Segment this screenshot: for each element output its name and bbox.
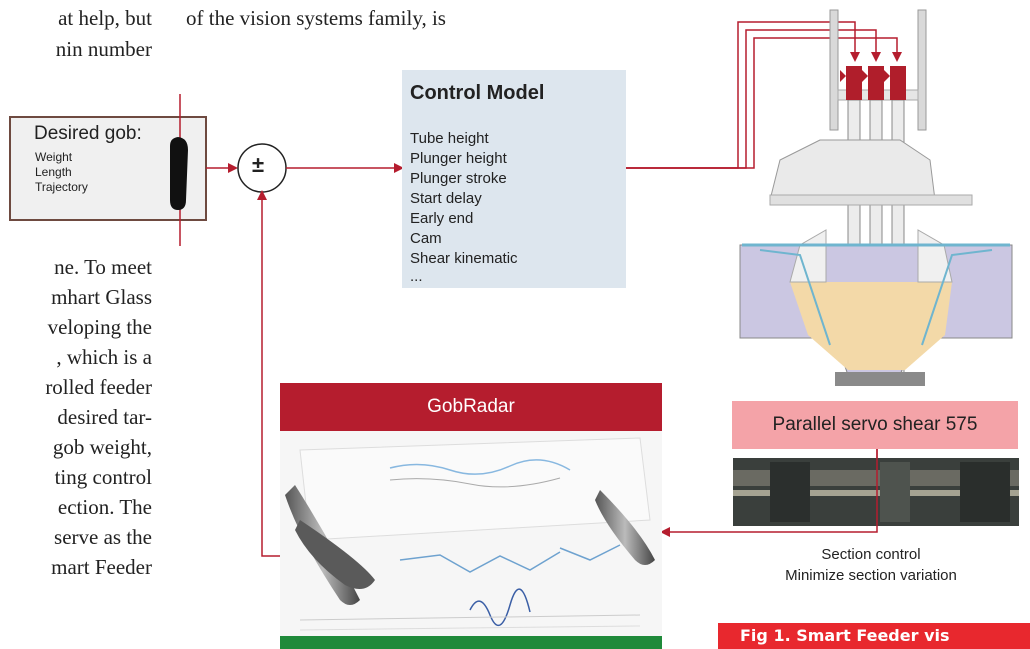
desired-gob-title: Desired gob: (34, 123, 142, 144)
body-text-left-11: mart Feeder (51, 555, 152, 579)
summing-sign: ± (252, 152, 265, 177)
feeder-tube-wall-left (829, 9, 839, 131)
section-control-line1: Section control (821, 546, 921, 563)
section-control-line2: Minimize section variation (785, 567, 957, 584)
body-text-left-2: mhart Glass (51, 285, 152, 309)
body-text-left-4: , which is a (56, 345, 152, 369)
gobradar-title: GobRadar (280, 383, 662, 431)
body-text-left-1: ne. To meet (54, 255, 152, 279)
control-item-early-end: Early end (410, 210, 474, 227)
figure-caption: Fig 1. Smart Feeder vis (718, 623, 1030, 649)
control-item-shear-kinematic: Shear kinematic (410, 250, 518, 267)
molten-glass (790, 282, 952, 370)
body-text-top-2: nin number (55, 37, 152, 61)
body-text-left-7: gob weight, (52, 435, 152, 459)
gob-3d-right (595, 490, 655, 565)
body-text-left-9: ection. The (57, 495, 152, 519)
desired-gob-item-length: Length (35, 165, 72, 179)
body-text-left-8: ting control (54, 465, 152, 489)
body-text-left-5: rolled feeder (45, 375, 152, 399)
desired-gob-item-weight: Weight (35, 150, 73, 164)
desired-gob-item-trajectory: Trajectory (35, 180, 88, 194)
gobradar-screen (285, 437, 655, 631)
gob-silhouette (170, 137, 188, 210)
gob-3d-center (295, 520, 375, 589)
body-text-left-3: veloping the (47, 315, 152, 339)
control-model-title: Control Model (410, 82, 545, 104)
body-text-left-6: desired tar- (57, 405, 152, 429)
feeder-tube-wall-right (917, 9, 927, 131)
control-item-ellipsis: ... (410, 268, 423, 285)
control-item-plunger-stroke: Plunger stroke (410, 170, 507, 187)
body-text-top-1: at help, but (58, 6, 152, 30)
control-item-plunger-height: Plunger height (410, 150, 507, 167)
body-text-left-10: serve as the (54, 525, 152, 549)
control-item-cam: Cam (410, 230, 442, 247)
body-text-top-middle: of the vision systems family, is (186, 6, 446, 30)
shear-label: Parallel servo shear 575 (732, 401, 1018, 449)
control-model-box (402, 70, 626, 288)
control-item-start-delay: Start delay (410, 190, 482, 207)
control-item-tube-height: Tube height (410, 130, 489, 147)
